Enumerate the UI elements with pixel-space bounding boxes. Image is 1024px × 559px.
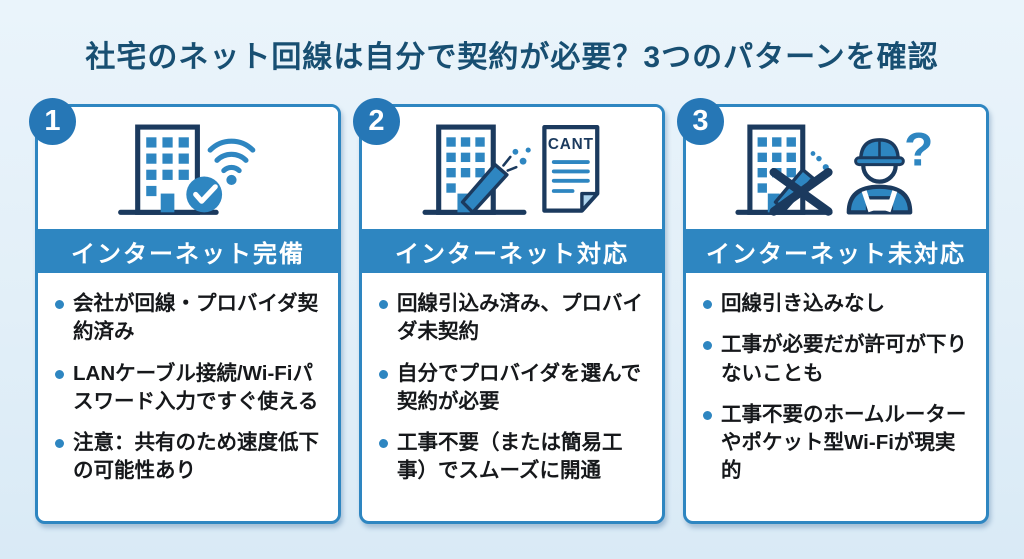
worker-figure <box>846 138 913 215</box>
bullet-dot-icon <box>379 439 388 449</box>
building-cable-contract-icon: CANT <box>422 124 600 215</box>
card-internet-taiou: 2 <box>353 98 665 524</box>
card-number-badge: 2 <box>353 98 400 145</box>
bullet-dot-icon <box>379 300 388 309</box>
bullet-dot-icon <box>703 300 712 309</box>
wifi-dot <box>226 174 237 186</box>
list-item: 会社が回線・プロバイダ契約済み <box>55 290 326 347</box>
card-number-badge: 3 <box>677 98 724 145</box>
card-internet-mitaiou: 3 <box>677 98 989 524</box>
bullet-text: LANケーブル接続/Wi-Fiパスワード入力ですぐ使える <box>73 361 319 413</box>
question-mark-icon: ? <box>904 123 933 176</box>
bullet-dot-icon <box>703 341 712 351</box>
bullet-text: 工事が必要だが許可が下りないことも <box>721 333 967 385</box>
card-body: 回線引き込みなし 工事が必要だが許可が下りないことも 工事不要のホームルーターや… <box>686 273 986 486</box>
card-header-kanbi: インターネット完備 <box>38 229 338 273</box>
card-body: 会社が回線・プロバイダ契約済み LANケーブル接続/Wi-Fiパスワード入力です… <box>38 273 338 486</box>
list-item: 工事が必要だが許可が下りないことも <box>703 331 974 388</box>
bullet-text: 自分でプロバイダを選んで契約が必要 <box>397 361 642 413</box>
list-item: 工事不要のホームルーターやポケット型Wi-Fiが現実的 <box>703 401 974 486</box>
card-internet-kanbi: 1 <box>29 98 341 524</box>
bullet-text: 回線引き込みなし <box>721 292 885 315</box>
card-header-taiou: インターネット対応 <box>362 229 662 273</box>
card-icon-area: CANT <box>362 107 662 229</box>
bullet-text: 工事不要（または簡易工事）でスムーズに開通 <box>397 431 623 483</box>
bullet-dot-icon <box>55 369 64 379</box>
bullet-text: 会社が回線・プロバイダ契約済み <box>73 292 319 344</box>
contract-doc-label: CANT <box>548 136 594 153</box>
card-header-mitaiou: インターネット未対応 <box>686 229 986 273</box>
building-wifi-check-icon <box>118 124 256 215</box>
pattern-cards: 1 <box>0 98 1024 524</box>
card-number-badge: 1 <box>29 98 76 145</box>
bullet-dot-icon <box>379 369 388 379</box>
bullet-dot-icon <box>703 410 712 420</box>
list-item: 回線引込み済み、プロバイダ未契約 <box>379 290 650 347</box>
bullet-text: 注意：共有のため速度低下の可能性あり <box>73 431 319 483</box>
cross-x-icon <box>769 168 833 216</box>
card-body: 回線引込み済み、プロバイダ未契約 自分でプロバイダを選んで契約が必要 工事不要（… <box>362 273 662 486</box>
list-item: 注意：共有のため速度低下の可能性あり <box>55 429 326 486</box>
bullet-dot-icon <box>55 439 64 449</box>
card-icon-area <box>38 107 338 229</box>
card-icon-area: ? <box>686 107 986 229</box>
bullet-text: 回線引込み済み、プロバイダ未契約 <box>397 292 643 344</box>
list-item: LANケーブル接続/Wi-Fiパスワード入力ですぐ使える <box>55 360 326 417</box>
list-item: 回線引き込みなし <box>703 290 974 318</box>
building-no-cable-worker-icon: ? <box>735 123 933 216</box>
page-title: 社宅のネット回線は自分で契約が必要？3つのパターンを確認 <box>85 41 939 74</box>
list-item: 自分でプロバイダを選んで契約が必要 <box>379 360 650 417</box>
bullet-dot-icon <box>55 300 64 309</box>
bullet-text: 工事不要のホームルーターやポケット型Wi-Fiが現実的 <box>721 402 967 483</box>
list-item: 工事不要（または簡易工事）でスムーズに開通 <box>379 429 650 486</box>
